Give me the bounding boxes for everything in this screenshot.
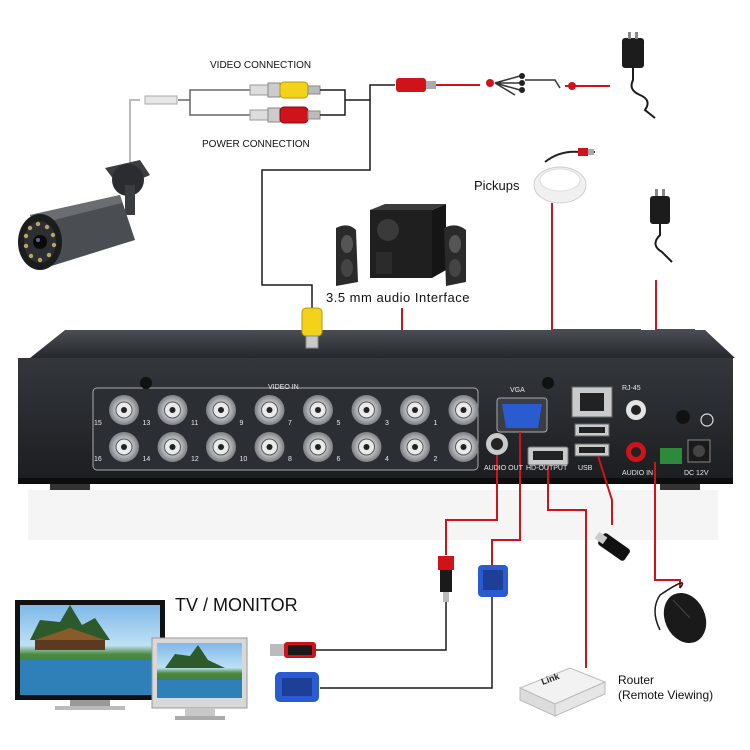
tv-monitor-large [15,600,165,710]
bnc-input-8[interactable] [303,432,333,462]
video-connection-label: VIDEO CONNECTION [210,60,312,71]
audio-interface-label: 3.5 mm audio Interface [326,290,470,305]
bnc-input-11[interactable] [206,395,236,425]
bnc-number-label: 6 [336,456,341,463]
usb-label: USB [578,465,593,472]
video-line-down [345,84,395,101]
usb-line [597,455,613,525]
tv-monitor-small [151,637,248,720]
rca-line [445,455,498,555]
power-adapter-top [622,32,656,119]
bnc-input-1[interactable] [448,395,479,425]
rj45-label: RJ-45 [622,385,641,392]
audio-in-port[interactable] [626,400,646,462]
bnc-number-label: 13 [142,420,151,427]
screw [542,377,554,389]
vga-cable-plug [478,565,508,597]
bnc-input-10[interactable] [254,432,285,462]
bnc-input-2[interactable] [448,432,479,462]
video-line [320,89,346,116]
bnc-input-12[interactable] [206,432,236,462]
audio-in-label: AUDIO IN [622,470,654,477]
router-label: Router [618,673,655,687]
hdmi-line [547,465,587,668]
bnc-number-label: 3 [385,420,389,427]
video-rca-plug [249,81,321,99]
power-plug [249,106,321,124]
mouse-icon [654,582,707,644]
bnc-number-label: 5 [336,420,341,427]
power-connection-label: POWER CONNECTION [202,139,310,150]
bnc-number-label: 7 [288,420,292,427]
rj45-port[interactable] [571,386,613,418]
bnc-input-9[interactable] [254,395,285,425]
video-in-panel [92,387,479,471]
screw [140,377,152,389]
hd-output-label: HD-OUTPUT [526,465,568,472]
rca-cable-plug [438,556,454,602]
bnc-input-14[interactable] [157,432,188,462]
bnc-number-label: 14 [142,456,151,463]
ground-icon [700,413,714,427]
vga-port[interactable] [496,397,548,433]
video-rca-connector [301,307,323,349]
screw [676,410,690,424]
power-splitter [486,73,561,96]
bnc-input-13[interactable] [157,395,188,425]
dc-label: DC 12V [684,470,709,477]
bnc-number-label: 8 [288,456,292,463]
bnc-input-16[interactable] [109,432,139,462]
dc-12v-port[interactable] [687,439,711,463]
usb-flash-drive [594,531,630,561]
bnc-number-label: 16 [94,456,102,463]
camera-cable [129,89,250,210]
pickups-label: Pickups [474,178,520,193]
vga-label: VGA [510,387,525,394]
vga-line [491,432,521,565]
vga-black-line [320,597,493,689]
power-adapter-right [650,189,673,263]
usb-ports[interactable] [574,423,610,457]
bnc-number-label: 9 [239,420,244,427]
bnc-input-15[interactable] [109,395,139,425]
power-dot [568,82,576,90]
bnc-number-label: 4 [385,456,389,463]
bullet-camera [18,160,150,270]
bnc-number-label: 2 [433,456,438,463]
tv-monitor-label: TV / MONITOR [175,595,298,615]
audio-out-label: AUDIO OUT [484,465,523,472]
bnc-number-label: 1 [433,420,438,427]
bnc-input-grid [109,395,479,462]
bnc-input-3[interactable] [400,395,430,425]
bnc-input-4[interactable] [400,432,430,462]
pickup-microphone [533,148,595,204]
rca-black-line [315,602,447,651]
bnc-input-5[interactable] [351,395,382,425]
router-icon [518,667,607,717]
video-line-to-dvr [261,100,371,310]
vga-plug-monitor [275,672,319,702]
speakers [336,204,466,286]
alarm-terminal [660,448,682,464]
rca-plug-monitor [270,642,316,658]
power-connector [396,78,436,92]
bnc-number-label: 11 [191,420,199,427]
bnc-input-7[interactable] [303,395,333,425]
audio-out-port[interactable] [486,433,508,455]
router-sublabel: (Remote Viewing) [618,688,714,702]
hd-output-port[interactable] [527,446,569,466]
bnc-number-label: 12 [191,456,199,463]
bnc-input-6[interactable] [351,432,382,462]
bnc-number-label: 10 [239,456,248,463]
bnc-number-label: 15 [94,420,102,427]
video-in-label: VIDEO IN [268,384,299,391]
